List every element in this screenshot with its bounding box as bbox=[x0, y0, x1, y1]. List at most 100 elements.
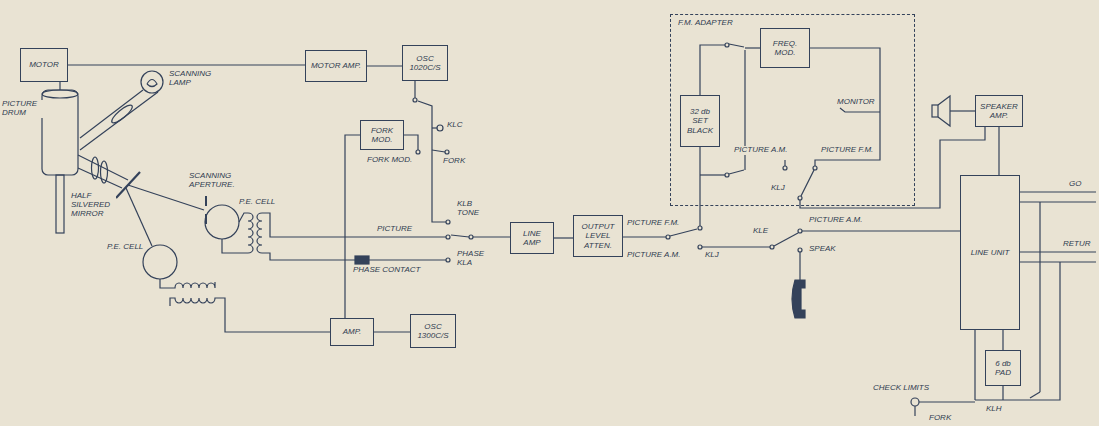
signal-label: CHECK LIMITS bbox=[872, 384, 930, 393]
signal-label: KLH bbox=[985, 405, 1003, 414]
lens bbox=[109, 103, 134, 126]
block-box: LINE UNIT bbox=[960, 175, 1020, 330]
switch-blade bbox=[774, 233, 798, 246]
adapter-region: F.M. ADAPTER FREQ. MOD. 32 db SET BLACK bbox=[670, 14, 915, 206]
block-box: FREQ. MOD. bbox=[760, 28, 810, 68]
switch-pivot bbox=[469, 235, 473, 239]
signal-label: P.E. CELL bbox=[106, 243, 144, 252]
block-box: LINE AMP bbox=[510, 222, 554, 254]
transformer-secondary bbox=[170, 298, 330, 332]
phase-wire bbox=[262, 253, 355, 260]
wire bbox=[700, 45, 725, 95]
wire bbox=[784, 160, 785, 166]
monitor-jack bbox=[840, 108, 880, 112]
signal-label: PHASE KLA bbox=[456, 250, 488, 268]
region-heading: F.M. ADAPTER bbox=[677, 18, 734, 27]
switch-contact bbox=[698, 226, 702, 230]
scanning-lamp bbox=[141, 71, 163, 93]
signal-label: PHASE CONTACT bbox=[352, 266, 421, 275]
transformer-secondary bbox=[257, 213, 262, 253]
wire bbox=[914, 406, 915, 416]
handset bbox=[792, 280, 805, 318]
wire bbox=[800, 127, 985, 208]
box-label: LINE AMP bbox=[514, 229, 550, 247]
block-box: SPEAKER AMP. bbox=[975, 95, 1023, 127]
lens bbox=[92, 157, 99, 179]
picture-drum bbox=[42, 90, 78, 175]
light-ray bbox=[126, 188, 152, 246]
box-label: FORK MOD. bbox=[364, 126, 400, 144]
signal-label: FORK bbox=[928, 414, 952, 423]
switch-blade bbox=[729, 44, 744, 47]
block-box: OSC 1020C/S bbox=[402, 45, 448, 81]
switch-pivot bbox=[770, 245, 774, 249]
box-label: FREQ. MOD. bbox=[764, 39, 806, 57]
wire-connector bbox=[554, 237, 573, 238]
speaker bbox=[938, 96, 950, 126]
signal-label: KLC bbox=[446, 121, 464, 130]
signal-label: KLJ bbox=[770, 184, 786, 193]
wire bbox=[802, 230, 960, 231]
drum-top bbox=[42, 90, 78, 98]
switch-contact bbox=[798, 248, 802, 252]
switch-blade bbox=[670, 229, 697, 236]
wire-connector bbox=[68, 64, 305, 65]
block-box: FORK MOD. bbox=[360, 120, 404, 150]
wire-connector bbox=[345, 135, 360, 318]
lens bbox=[101, 161, 108, 183]
box-label: LINE UNIT bbox=[971, 248, 1010, 257]
signal-label: PICTURE A.M. bbox=[626, 251, 681, 260]
wire bbox=[1039, 202, 1040, 392]
switch-blade bbox=[729, 170, 744, 174]
box-label: SPEAKER AMP. bbox=[979, 102, 1019, 120]
signal-label: PICTURE A.M. bbox=[808, 216, 863, 225]
switch-contact bbox=[446, 220, 450, 224]
drum-shaft bbox=[56, 175, 64, 233]
signal-label: KLJ bbox=[704, 251, 720, 260]
block-box: MOTOR AMP. bbox=[305, 50, 367, 82]
switch-pivot bbox=[798, 196, 802, 200]
signal-label: KLE bbox=[752, 227, 769, 236]
switch-blade bbox=[432, 150, 445, 152]
box-label: 6 db PAD bbox=[989, 359, 1017, 377]
phase-contact bbox=[355, 256, 369, 264]
block-box: OSC 1300C/S bbox=[410, 314, 456, 348]
switch-blade bbox=[801, 170, 814, 196]
light-ray bbox=[78, 155, 128, 180]
block-box: 6 db PAD bbox=[985, 350, 1021, 386]
line-pairs bbox=[1020, 192, 1096, 262]
wire bbox=[473, 236, 510, 237]
box-label: MOTOR AMP. bbox=[311, 61, 361, 70]
check-lamp bbox=[911, 398, 919, 406]
block-box: 32 db SET BLACK bbox=[680, 95, 720, 147]
signal-label: PICTURE bbox=[376, 225, 413, 234]
signal-label: PICTURE F.M. bbox=[820, 146, 874, 155]
signal-label: HALF SILVERED MIRROR bbox=[70, 192, 116, 218]
pe-cell bbox=[143, 245, 177, 279]
signal-label: P.E. CELL bbox=[238, 198, 276, 207]
block-box: MOTOR bbox=[20, 48, 68, 82]
switch-key bbox=[437, 125, 443, 131]
wire-connector bbox=[367, 65, 402, 66]
transformer-primary bbox=[222, 213, 253, 253]
transformer-primary bbox=[160, 279, 215, 288]
signal-label: PICTURE F.M. bbox=[626, 219, 680, 228]
light-ray bbox=[80, 92, 158, 150]
switch-contact bbox=[416, 150, 420, 154]
pe-cell bbox=[205, 205, 239, 239]
signal-label: FORK MOD. bbox=[366, 156, 413, 165]
motor-shaft bbox=[59, 82, 60, 90]
signal-label: MONITOR bbox=[836, 98, 876, 107]
wire bbox=[799, 252, 800, 280]
signal-label: KLB TONE bbox=[456, 200, 486, 218]
switch-contact bbox=[445, 150, 449, 154]
lamp-filament bbox=[147, 80, 157, 87]
block-box: OUTPUT LEVEL ATTEN. bbox=[573, 215, 623, 257]
switch-contact bbox=[798, 229, 802, 233]
wire bbox=[810, 48, 880, 166]
box-label: MOTOR bbox=[29, 60, 59, 69]
wire bbox=[699, 147, 700, 226]
